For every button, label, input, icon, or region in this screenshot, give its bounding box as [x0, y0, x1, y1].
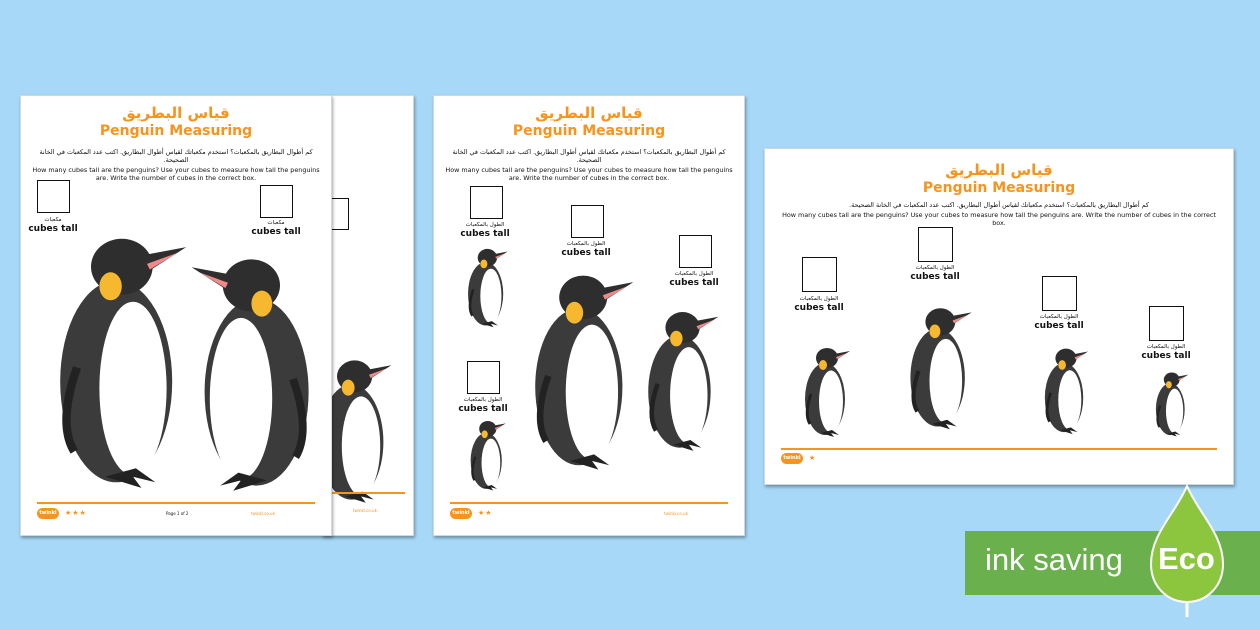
title-arabic: قياس البطريق: [122, 104, 230, 122]
eco-label: Eco: [1158, 541, 1215, 576]
instructions-arabic: كم أطوال البطاريق بالمكعبات؟ استخدم مكعب…: [849, 201, 1149, 209]
answer-box: [679, 235, 712, 268]
twinkl-logo: twinkl: [37, 508, 59, 519]
difficulty-stars: ★★: [478, 509, 493, 517]
answer-box: [1042, 276, 1077, 311]
title-arabic: قياس البطريق: [535, 104, 643, 122]
instructions-arabic: كم أطوال البطاريق بالمكعبات؟ استخدم مكعب…: [452, 148, 726, 165]
answer-box: [467, 361, 500, 394]
answer-box: [802, 257, 837, 292]
penguin-image: [189, 231, 319, 501]
title-english: Penguin Measuring: [922, 180, 1076, 196]
worksheet-page-2-back: twinkl.co.uk: [322, 95, 414, 536]
penguin-image: [526, 256, 636, 474]
penguin-image: [464, 241, 509, 329]
instructions-english: How many cubes tall are the penguins? Us…: [445, 166, 733, 183]
footer-line: [37, 502, 315, 504]
worksheet-sheet-1: قياس البطريق Penguin Measuring كم أطوال …: [20, 95, 332, 536]
penguin-image: [1041, 334, 1089, 442]
penguin-image: [905, 284, 973, 444]
answer-box: [918, 227, 953, 262]
penguin-image: [801, 334, 851, 444]
footer-line: [323, 492, 405, 494]
penguin-image: [1153, 361, 1189, 443]
footer-site: twinkl.co.uk: [664, 511, 688, 516]
answer-box: [260, 185, 293, 218]
answer-box: [331, 198, 349, 230]
penguin-image: [642, 291, 720, 461]
penguin-image: [467, 414, 507, 492]
twinkl-logo: twinkl: [781, 453, 803, 464]
instructions-arabic: كم أطوال البطاريق بالمكعبات؟ استخدم مكعب…: [39, 148, 313, 165]
worksheet-sheet-2: قياس البطريق Penguin Measuring كم أطوال …: [433, 95, 745, 536]
worksheet-sheet-3: قياس البطريق Penguin Measuring كم أطوال …: [764, 148, 1234, 485]
page-number: Page 1 of 2: [166, 511, 189, 516]
title-arabic: قياس البطريق: [945, 161, 1053, 179]
answer-box: [1149, 306, 1184, 341]
ink-saving-text: ink saving: [985, 542, 1123, 577]
instructions-english: How many cubes tall are the penguins? Us…: [32, 166, 320, 183]
answer-box: [571, 205, 604, 238]
footer-line: [781, 448, 1217, 450]
penguin-image: [49, 206, 189, 501]
leaf-drop-icon: [1149, 484, 1225, 617]
footer-site: twinkl.co.uk: [353, 508, 377, 513]
answer-box: [37, 180, 70, 213]
footer-line: [450, 502, 728, 504]
instructions-english: How many cubes tall are the penguins? Us…: [782, 211, 1216, 228]
title-english: Penguin Measuring: [512, 123, 666, 139]
title-english: Penguin Measuring: [99, 123, 253, 139]
footer-site: twinkl.co.uk: [251, 511, 275, 516]
twinkl-logo: twinkl: [450, 508, 472, 519]
difficulty-stars: ★★★: [65, 509, 87, 517]
answer-box: [470, 186, 503, 219]
difficulty-stars: ★: [809, 454, 817, 462]
